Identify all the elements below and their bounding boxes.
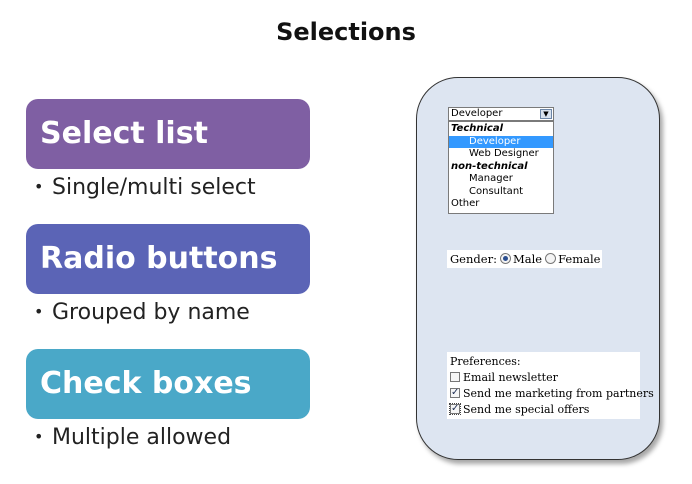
bullet-dot-icon: •	[34, 427, 44, 446]
option-manager[interactable]: Manager	[469, 173, 513, 184]
gender-male-label[interactable]: Male	[512, 252, 543, 266]
check-boxes-heading: Check boxes	[26, 349, 310, 419]
checkbox-partner-marketing-label[interactable]: Send me marketing from partners	[463, 387, 654, 400]
checkbox-special-offers[interactable]	[449, 401, 461, 417]
pref-row-marketing: Send me marketing from partners	[450, 385, 654, 402]
pref-row-offers: Send me special offers	[449, 401, 640, 418]
gender-group: Gender: Male Female	[447, 250, 602, 268]
gender-radio-female[interactable]	[545, 253, 557, 264]
checkbox-email-newsletter[interactable]	[450, 372, 460, 382]
radio-buttons-heading: Radio buttons	[26, 224, 310, 294]
option-web-designer[interactable]: Web Designer	[469, 148, 539, 159]
optgroup-non-technical: non-technical	[451, 160, 528, 172]
bullet-dot-icon: •	[34, 302, 44, 321]
select-list-bullet: • Single/multi select	[34, 175, 256, 200]
select-list-bullet-text: Single/multi select	[52, 175, 256, 200]
role-select-value: Developer	[451, 108, 503, 119]
option-other[interactable]: Other	[451, 198, 480, 209]
bullet-dot-icon: •	[34, 177, 44, 196]
preferences-group: Preferences: Email newsletter Send me ma…	[447, 352, 654, 419]
optgroup-technical: Technical	[451, 123, 504, 134]
check-boxes-bullet-text: Multiple allowed	[52, 425, 232, 450]
gender-female-label[interactable]: Female	[558, 252, 601, 266]
check-boxes-bullet: • Multiple allowed	[34, 425, 231, 450]
slide-title: Selections	[276, 18, 416, 46]
select-list-heading: Select list	[26, 99, 310, 169]
checkbox-special-offers-label[interactable]: Send me special offers	[463, 403, 590, 416]
gender-label: Gender:	[450, 252, 497, 266]
option-consultant[interactable]: Consultant	[469, 185, 524, 197]
gender-radio-male[interactable]	[499, 253, 511, 264]
checkbox-partner-marketing[interactable]	[450, 385, 460, 401]
preferences-label: Preferences:	[450, 355, 521, 368]
radio-buttons-bullet: • Grouped by name	[34, 300, 250, 325]
role-select[interactable]: Developer ▼ Technical Developer Web Desi…	[448, 107, 554, 214]
dropdown-arrow-icon[interactable]: ▼	[540, 109, 552, 119]
checkbox-email-newsletter-label[interactable]: Email newsletter	[463, 371, 558, 384]
pref-row-email: Email newsletter	[450, 370, 640, 386]
role-select-box[interactable]: Developer ▼	[448, 107, 554, 121]
radio-buttons-bullet-text: Grouped by name	[52, 300, 250, 325]
option-developer[interactable]: Developer	[449, 135, 553, 148]
role-select-options: Technical Developer Web Designer non-tec…	[448, 121, 554, 214]
